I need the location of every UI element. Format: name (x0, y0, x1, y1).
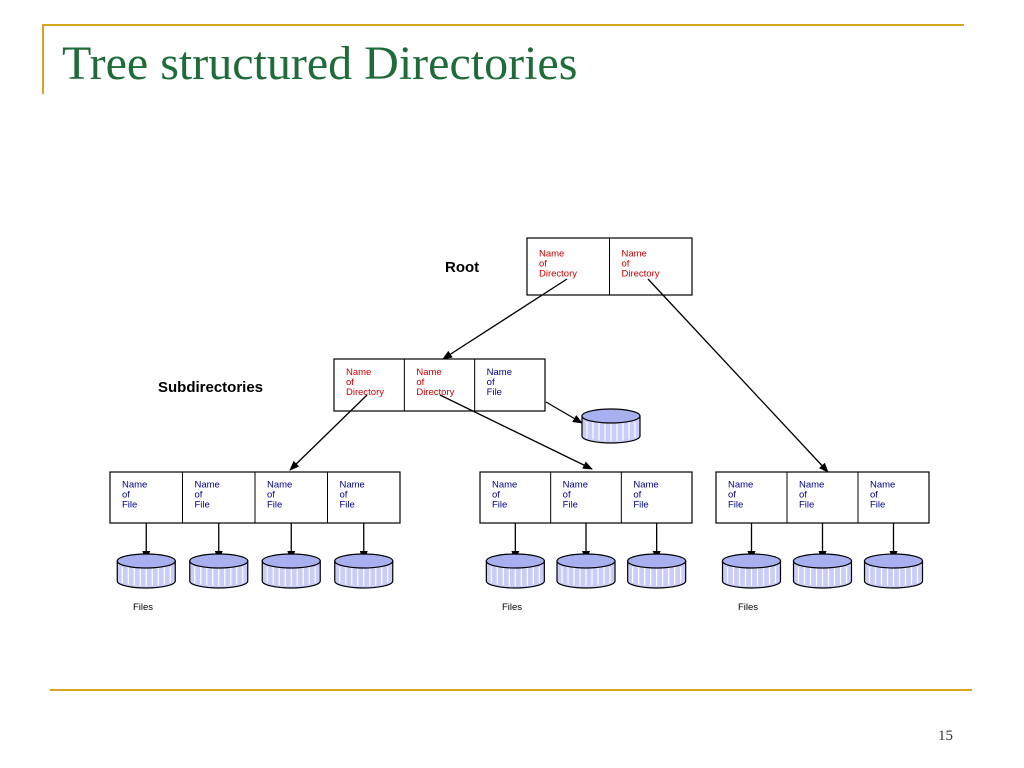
file-entry-text: File (267, 500, 282, 511)
subdirectories-label: Subdirectories (158, 379, 263, 396)
file-entry-text: Name (728, 480, 753, 491)
file-entry-text: File (195, 500, 210, 511)
accent-rule-left (42, 24, 44, 94)
file-row-2-frame (479, 471, 693, 524)
directory-entry-text: Name (539, 249, 564, 260)
file-entry-text: of (122, 490, 130, 501)
file-entry-text: File (487, 387, 502, 398)
file-disks (116, 408, 924, 589)
file-entry-text: Name (122, 480, 147, 491)
file-entry-text: of (267, 490, 275, 501)
accent-rule-top (42, 24, 964, 26)
file-entry-text: Name (487, 367, 512, 378)
directory-entry-text: Name (416, 367, 441, 378)
disk-icon (116, 553, 176, 589)
arrow (545, 401, 583, 424)
files-label-3: Files (738, 602, 758, 613)
disk-icon (581, 408, 641, 444)
disk-icon (485, 553, 545, 589)
directory-entry-text: Directory (539, 269, 577, 280)
file-entry-text: File (122, 500, 137, 511)
directory-entry-text: of (416, 377, 424, 388)
disk-icon (334, 553, 394, 589)
file-entry-text: of (870, 490, 878, 501)
arrow (289, 394, 368, 471)
directory-entry-text: Directory (622, 269, 660, 280)
directory-entry-text: Directory (416, 387, 454, 398)
page-number: 15 (938, 728, 953, 744)
directory-entry-text: of (346, 377, 354, 388)
file-entry-text: File (492, 500, 507, 511)
file-entry-text: File (728, 500, 743, 511)
disk-icon (627, 553, 687, 589)
directory-entry-text: Directory (346, 387, 384, 398)
files-label-1: Files (133, 602, 153, 613)
file-entry-text: File (799, 500, 814, 511)
subdir-row-frame (333, 358, 546, 412)
disk-icon (792, 553, 853, 589)
directory-entry-text: of (622, 259, 630, 270)
file-entry-text: File (340, 500, 355, 511)
file-entry-text: of (195, 490, 203, 501)
directory-entry-text: Name (346, 367, 371, 378)
arrows (142, 278, 898, 561)
file-entry-text: of (633, 490, 641, 501)
file-entry-text: of (340, 490, 348, 501)
file-row-3-frame (715, 471, 930, 524)
file-entry-text: of (563, 490, 571, 501)
file-entry-text: Name (870, 480, 895, 491)
files-label-2: Files (502, 602, 522, 613)
arrow (442, 278, 568, 360)
accent-rule-bottom (50, 689, 972, 691)
file-entry-text: of (728, 490, 736, 501)
disk-icon (721, 553, 782, 589)
arrow (439, 394, 593, 470)
disk-icon (556, 553, 616, 589)
root-label: Root (445, 259, 479, 276)
file-entry-text: Name (492, 480, 517, 491)
disk-icon (189, 553, 249, 589)
arrow (647, 278, 829, 473)
file-entry-text: Name (340, 480, 365, 491)
file-entry-text: File (563, 500, 578, 511)
file-entry-text: File (870, 500, 885, 511)
directory-entry-text: of (539, 259, 547, 270)
file-entry-text: of (487, 377, 495, 388)
directory-entry-text: Name (622, 249, 647, 260)
disk-icon (863, 553, 924, 589)
disk-icon (261, 553, 321, 589)
file-entry-text: File (633, 500, 648, 511)
file-entry-text: of (799, 490, 807, 501)
file-entry-text: Name (563, 480, 588, 491)
slide-title: Tree structured Directories (62, 37, 578, 90)
file-entry-text: Name (799, 480, 824, 491)
file-entry-text: Name (195, 480, 220, 491)
file-entry-text: Name (633, 480, 658, 491)
file-entry-text: Name (267, 480, 292, 491)
file-entry-text: of (492, 490, 500, 501)
